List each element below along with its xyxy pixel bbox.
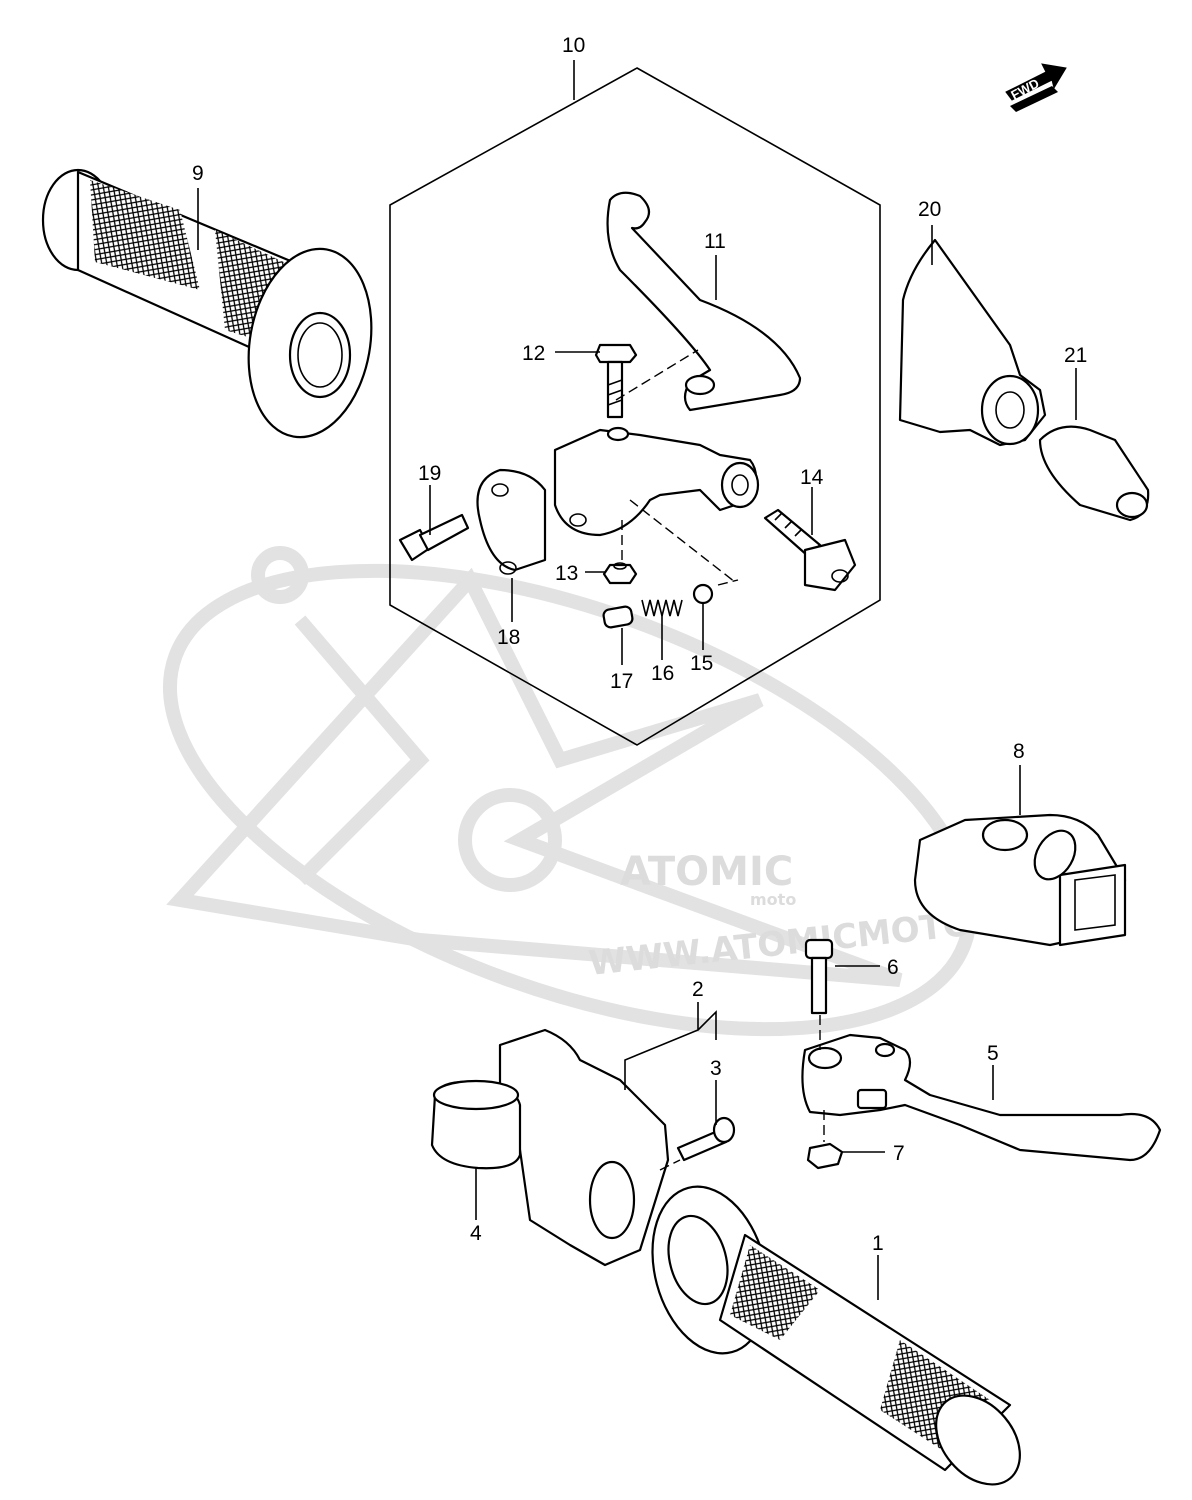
callout-9: 9 [192,162,204,185]
part-8-switch-housing [913,813,1127,947]
part-3-screw [676,1116,736,1162]
part-17-pin [602,605,634,629]
assembly-dash-lines [615,349,825,1171]
part-1-grip [651,1185,1021,1486]
part-14-adjuster [763,508,857,592]
callout-3: 3 [710,1057,722,1080]
callout-1: 1 [872,1232,884,1255]
fwd-arrow-icon: FWD [1005,63,1067,112]
part-12-bolt [594,343,638,419]
part-11-lever [606,191,802,412]
part-2-perch [498,1028,670,1267]
callout-14: 14 [800,466,824,489]
part-15-ball [692,583,714,605]
part-16-spring [641,599,683,617]
callout-17: 17 [610,670,633,693]
watermark-tag: moto [750,890,796,909]
part-4-collar [430,1079,522,1170]
callout-21: 21 [1064,344,1087,367]
part-9-grip [41,168,373,439]
assembly-outline [389,67,881,746]
part-7-nut [806,1142,844,1170]
callout-2: 2 [692,978,704,1001]
part-20-cover [898,238,1047,447]
callouts: 10 9 11 12 20 21 19 14 13 18 17 16 15 8 … [192,34,1087,1255]
callout-18: 18 [497,626,520,649]
leader-lines [197,60,1077,1300]
part-13-nut [602,562,638,585]
watermark-brand: ATOMIC [620,849,793,895]
callout-8: 8 [1013,740,1025,763]
callout-6: 6 [887,956,899,979]
callout-19: 19 [418,462,441,485]
callout-16: 16 [651,662,674,685]
part-21-cable-adjuster [1038,425,1150,522]
callout-5: 5 [987,1042,999,1065]
part-19-screw [398,513,470,562]
callout-10: 10 [562,34,585,57]
callout-7: 7 [893,1142,905,1165]
callout-11: 11 [704,230,726,253]
part-5-lever [801,1033,1162,1162]
callout-20: 20 [918,198,941,221]
callout-4: 4 [470,1222,482,1245]
part-18-clamp [476,468,547,575]
callout-15: 15 [690,652,713,675]
part-10-perch [553,426,760,537]
callout-12: 12 [522,342,545,365]
callout-13: 13 [555,562,578,585]
part-6-bolt [804,938,834,1015]
